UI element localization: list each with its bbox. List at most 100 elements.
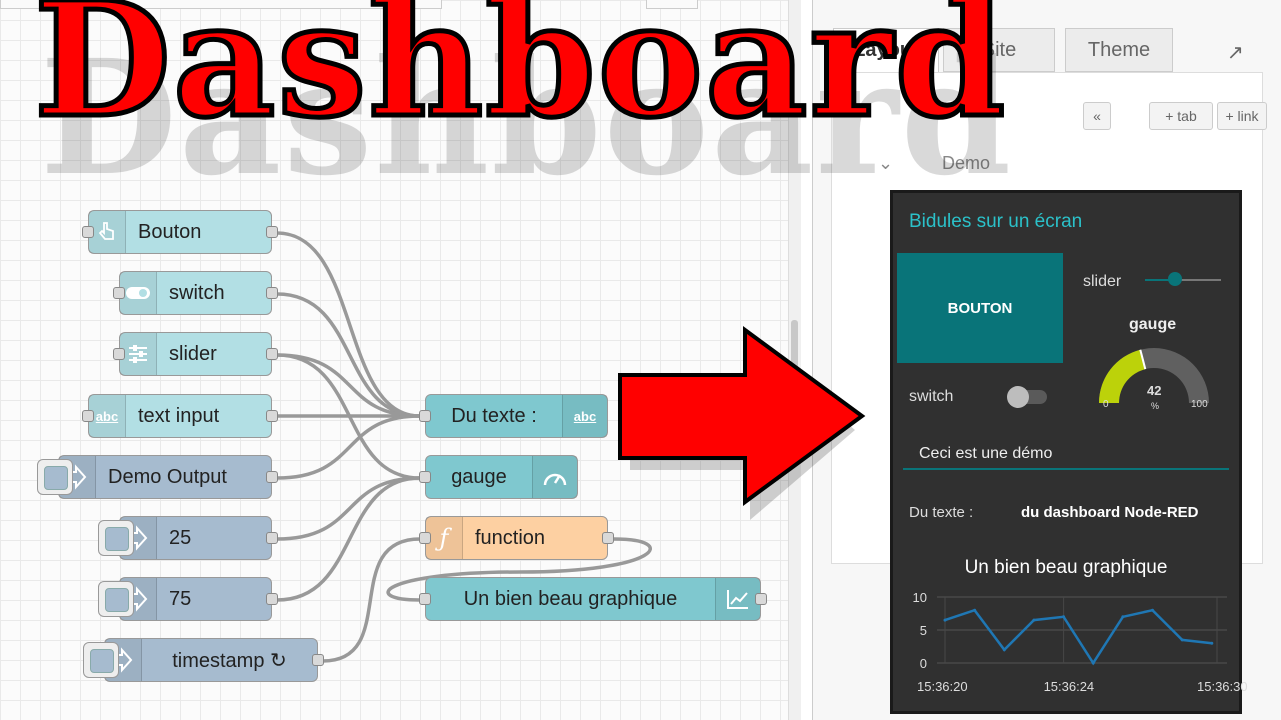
- wire: [276, 231, 421, 418]
- gauge-widget: [1099, 348, 1209, 403]
- output-port[interactable]: [266, 593, 278, 605]
- input-port[interactable]: [419, 532, 431, 544]
- input-port[interactable]: [82, 410, 94, 422]
- tab-layout[interactable]: Layout: [833, 28, 939, 72]
- chart-point: [1121, 615, 1125, 619]
- node-timestamp[interactable]: timestamp ↻: [83, 638, 324, 682]
- node-label: switch: [169, 281, 225, 304]
- ui-button[interactable]: BOUTON: [897, 253, 1063, 363]
- output-port[interactable]: [602, 532, 614, 544]
- input-port[interactable]: [419, 410, 431, 422]
- input-port[interactable]: [419, 471, 431, 483]
- y-tick-label: 10: [913, 590, 927, 605]
- node-bouton[interactable]: Bouton: [82, 210, 278, 254]
- text-input-value[interactable]: Ceci est une démo: [919, 445, 1053, 462]
- input-port[interactable]: [113, 287, 125, 299]
- chart-point: [1002, 648, 1006, 652]
- group-title: Bidules sur un écran: [909, 211, 1083, 232]
- chart-point: [1210, 641, 1214, 645]
- line-chart-icon: [715, 578, 760, 620]
- chart-point: [1091, 661, 1095, 665]
- node-switch[interactable]: switch: [113, 271, 278, 315]
- wire: [276, 353, 421, 418]
- output-port[interactable]: [266, 226, 278, 238]
- node-label: Du texte :: [451, 404, 537, 427]
- node-label: text input: [138, 404, 220, 427]
- add-link-button[interactable]: + link: [1217, 102, 1267, 130]
- node-inject-25[interactable]: 25: [98, 516, 278, 560]
- tree-chevron-icon[interactable]: ⌄: [878, 153, 894, 173]
- gauge-icon: [532, 456, 577, 498]
- y-tick-label: 5: [920, 623, 927, 638]
- tab-theme[interactable]: Theme: [1065, 28, 1173, 72]
- collapse-button[interactable]: «: [1083, 102, 1111, 130]
- function-icon: ƒ: [426, 517, 463, 559]
- output-port[interactable]: [266, 348, 278, 360]
- gauge-value-arc: [1099, 349, 1146, 403]
- inject-button[interactable]: [98, 520, 134, 556]
- switch-label: switch: [909, 388, 954, 405]
- node-label: Un bien beau graphique: [463, 587, 678, 610]
- output-port[interactable]: [266, 287, 278, 299]
- add-tab-label: tab: [1177, 108, 1197, 124]
- inject-button[interactable]: [83, 642, 119, 678]
- node-chart[interactable]: Un bien beau graphique: [419, 577, 767, 621]
- chart-title: Un bien beau graphique: [964, 557, 1168, 578]
- x-tick-label: 15:36:30: [1197, 679, 1248, 694]
- toolbar-fragment: [646, 0, 698, 9]
- wire: [276, 476, 421, 602]
- text-output-label: Du texte :: [909, 504, 974, 521]
- slider-fill: [1145, 279, 1176, 281]
- hand-pointer-icon: [89, 211, 126, 253]
- gauge-needle: [1139, 349, 1147, 370]
- node-du-texte[interactable]: Du texte : abc: [419, 394, 608, 438]
- switch-knob[interactable]: [1007, 386, 1029, 408]
- sliders-icon: [120, 333, 157, 375]
- tab-site[interactable]: Site: [943, 28, 1055, 72]
- output-port[interactable]: [312, 654, 324, 666]
- wire: [322, 537, 421, 663]
- chart-point: [1180, 638, 1184, 642]
- gauge-value: 42: [1147, 383, 1162, 398]
- output-port[interactable]: [266, 532, 278, 544]
- output-port[interactable]: [755, 593, 767, 605]
- input-port[interactable]: [113, 348, 125, 360]
- tree-item-demo[interactable]: Demo: [942, 153, 991, 173]
- slider-label: slider: [1083, 273, 1122, 290]
- text-output-value: du dashboard Node-RED: [1021, 504, 1199, 521]
- abc-icon: abc: [89, 395, 126, 437]
- node-function[interactable]: ƒ function: [419, 516, 614, 560]
- page-title: Dashboard: [31, 0, 1008, 153]
- scrollbar-thumb[interactable]: [791, 320, 798, 370]
- node-label: Demo Output: [108, 465, 227, 488]
- add-tab-button[interactable]: + tab: [1149, 102, 1213, 130]
- wire: [276, 476, 421, 541]
- inject-button[interactable]: [98, 581, 134, 617]
- input-port[interactable]: [419, 593, 431, 605]
- wire: [386, 537, 652, 602]
- gauge-unit: %: [1151, 401, 1160, 411]
- abc-icon: abc: [562, 395, 607, 437]
- node-text-input[interactable]: abc text input: [82, 394, 278, 438]
- output-port[interactable]: [266, 410, 278, 422]
- node-gauge[interactable]: gauge: [419, 455, 578, 499]
- inject-button[interactable]: [37, 459, 73, 495]
- node-demo-output[interactable]: Demo Output: [37, 455, 278, 499]
- gauge-min: 0: [1103, 399, 1109, 410]
- slider-track[interactable]: [1145, 279, 1221, 281]
- node-label: 75: [169, 587, 192, 610]
- x-tick-label: 15:36:24: [1044, 679, 1095, 694]
- output-port[interactable]: [266, 471, 278, 483]
- y-tick-label: 0: [920, 656, 927, 671]
- add-link-label: link: [1237, 108, 1259, 124]
- slider-handle[interactable]: [1168, 272, 1183, 286]
- title-shadow: Dashboard: [40, 26, 1014, 211]
- node-slider[interactable]: slider: [113, 332, 278, 376]
- wire: [276, 414, 421, 480]
- node-inject-75[interactable]: 75: [98, 577, 278, 621]
- chart-point: [1032, 618, 1036, 622]
- node-label: function: [475, 526, 546, 549]
- external-link-icon[interactable]: ↗: [1227, 42, 1244, 64]
- input-port[interactable]: [82, 226, 94, 238]
- node-label: 25: [169, 526, 192, 549]
